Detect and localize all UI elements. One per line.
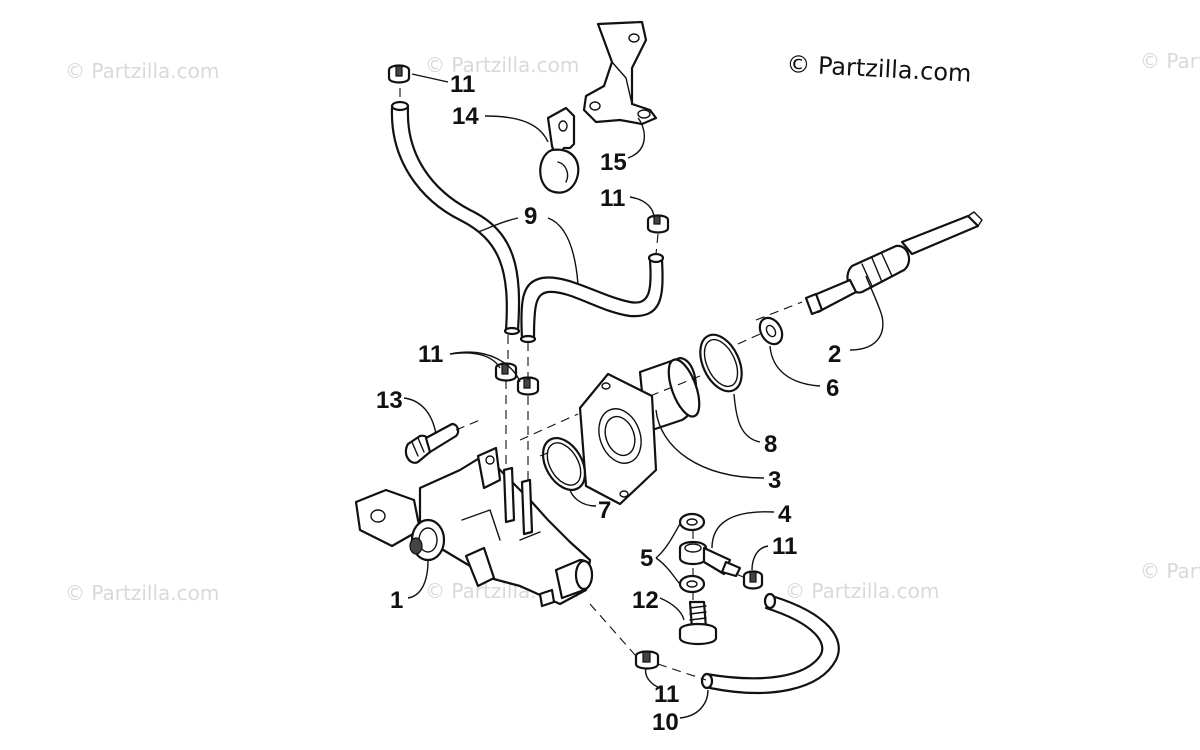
- callout-12: 12: [632, 587, 659, 614]
- part-6-washer: [758, 316, 784, 346]
- part-11-clamps-middle: [494, 362, 540, 396]
- part-9-hoses: [390, 100, 665, 344]
- watermark: © Partzilla.com: [785, 579, 939, 603]
- callout-5: 5: [640, 545, 653, 572]
- callout-11-right-hose: 11: [600, 185, 625, 212]
- part-12-bolt: [678, 600, 718, 646]
- callout-7: 7: [598, 497, 611, 524]
- part-13-bolt: [404, 422, 460, 464]
- callout-6: 6: [826, 375, 839, 402]
- part-5-washers: [678, 512, 706, 594]
- part-11-clamp-right: [646, 214, 670, 234]
- callout-9: 9: [524, 203, 537, 230]
- copyright-text: © Partzilla.com: [786, 50, 972, 88]
- part-11-clamp-bottom: [634, 650, 660, 670]
- watermark: © Partzilla.com: [65, 581, 219, 605]
- part-1-oil-pump: [354, 446, 594, 608]
- watermark: © Partzilla.com: [1140, 559, 1200, 583]
- part-7-o-ring: [541, 437, 587, 491]
- watermark: © Partzilla.com: [425, 53, 579, 77]
- part-8-o-ring: [699, 333, 743, 393]
- part-4-banjo-fitting: [678, 540, 742, 578]
- callout-3: 3: [768, 467, 781, 494]
- part-14-clamp: [539, 106, 580, 194]
- callout-4: 4: [778, 501, 792, 528]
- watermark: © Partzilla.com: [1140, 49, 1200, 73]
- callouts: 11 14 15 11 9 2 6 11 13 8 3 7 4 5 11 1 1…: [376, 71, 841, 736]
- callout-8: 8: [764, 431, 777, 458]
- part-10-hose: [700, 592, 840, 694]
- callout-11-middle: 11: [418, 341, 443, 368]
- callout-11-bottom: 11: [654, 681, 679, 708]
- part-15-bracket: [582, 20, 658, 126]
- leader-lines: [403, 73, 884, 719]
- part-11-clamp-top: [387, 64, 411, 84]
- callout-1: 1: [390, 587, 403, 614]
- part-11-clamp-fitting: [742, 570, 764, 590]
- callout-10: 10: [652, 709, 679, 736]
- callout-15: 15: [600, 149, 627, 176]
- callout-2: 2: [828, 341, 841, 368]
- watermark-group: © Partzilla.com © Partzilla.com © Partzi…: [65, 49, 1200, 605]
- assembly-lines: [399, 88, 803, 681]
- part-3-housing: [578, 356, 701, 506]
- watermark: © Partzilla.com: [65, 59, 219, 83]
- callout-11-fitting: 11: [772, 533, 797, 560]
- part-2-drive-shaft: [804, 211, 983, 316]
- callout-14: 14: [452, 103, 479, 130]
- callout-11-top-left: 11: [450, 71, 475, 98]
- callout-13: 13: [376, 387, 403, 414]
